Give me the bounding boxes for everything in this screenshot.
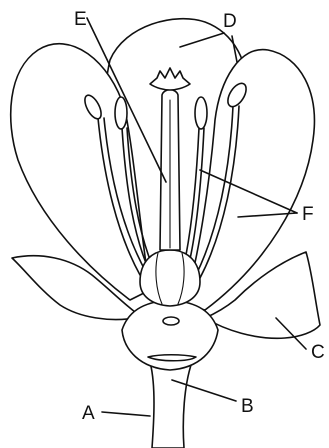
- label-f: F: [302, 204, 314, 225]
- label-c: C: [311, 342, 325, 363]
- label-b: B: [241, 396, 254, 417]
- receptacle: [122, 300, 218, 370]
- label-d: D: [223, 11, 237, 32]
- leader-a: [102, 412, 150, 416]
- pedicel: [150, 362, 192, 448]
- anther-right-inner: [195, 97, 207, 129]
- nectary: [163, 317, 179, 325]
- ovary: [140, 250, 200, 306]
- label-e: E: [74, 9, 87, 30]
- anther-left-inner: [115, 97, 127, 129]
- label-a: A: [82, 403, 95, 424]
